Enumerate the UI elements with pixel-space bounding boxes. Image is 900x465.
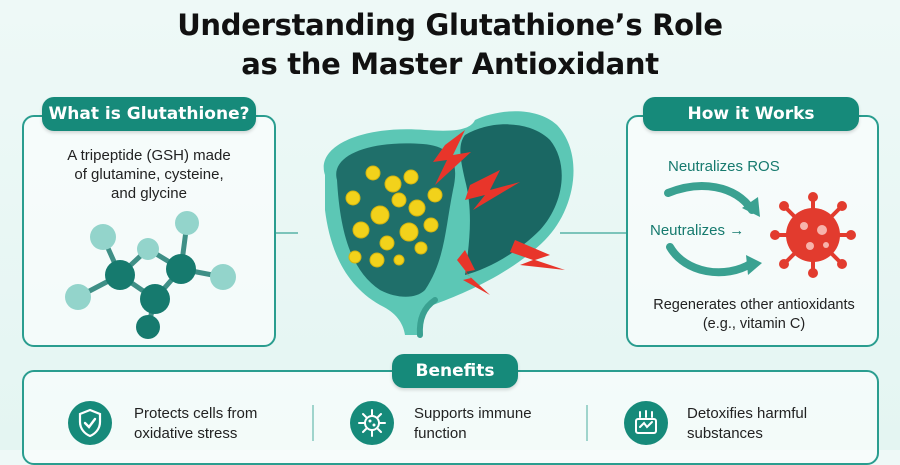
benefit-icon-badge-2 xyxy=(350,401,394,445)
benefit-divider-1 xyxy=(312,405,314,441)
page-title: Understanding Glutathione’s Role as the … xyxy=(0,6,900,84)
title-line-1: Understanding Glutathione’s Role xyxy=(177,8,723,42)
benefit-divider-2 xyxy=(586,405,588,441)
neutralizes-ros-label: Neutralizes ROS xyxy=(668,158,780,175)
immune-cell-icon xyxy=(358,409,386,437)
benefit-2-line-1: Supports immune xyxy=(414,405,532,422)
description-line-2: of glutamine, cysteine, xyxy=(74,166,224,183)
neutralizes-label: Neutralizes → xyxy=(650,222,745,239)
shield-check-icon xyxy=(78,408,102,438)
benefit-3-line-1: Detoxifies harmful xyxy=(687,405,808,422)
benefit-1-line-2: oxidative stress xyxy=(134,425,238,442)
molecule-icon xyxy=(65,211,236,339)
how-it-works-heading: How it Works xyxy=(643,97,859,131)
description-line-1: A tripeptide (GSH) made xyxy=(67,147,231,164)
what-is-glutathione-heading: What is Glutathione? xyxy=(42,97,256,131)
benefit-text-1: Protects cells from oxidative stress xyxy=(134,404,304,444)
right-connector-line xyxy=(560,232,626,234)
title-line-2: as the Master Antioxidant xyxy=(241,47,659,81)
benefit-1-line-1: Protects cells from xyxy=(134,405,258,422)
regen-line-2: (e.g., vitamin C) xyxy=(702,316,806,332)
liver-icon xyxy=(323,111,574,338)
benefit-text-2: Supports immune function xyxy=(414,404,584,444)
benefit-icon-badge-1 xyxy=(68,401,112,445)
cycle-arrows-icon xyxy=(664,182,762,277)
benefit-icon-badge-3 xyxy=(624,401,668,445)
virus-icon xyxy=(770,192,856,278)
benefit-2-line-2: function xyxy=(414,425,467,442)
regenerates-antioxidants-label: Regenerates other antioxidants (e.g., vi… xyxy=(632,296,876,334)
detox-icon xyxy=(635,410,657,434)
benefits-heading: Benefits xyxy=(392,354,518,388)
glutathione-description: A tripeptide (GSH) made of glutamine, cy… xyxy=(35,146,263,203)
benefit-3-line-2: substances xyxy=(687,425,763,442)
left-connector-line xyxy=(276,232,298,234)
regen-line-1: Regenerates other antioxidants xyxy=(653,297,855,313)
description-line-3: and glycine xyxy=(111,185,187,202)
benefit-text-3: Detoxifies harmful substances xyxy=(687,404,857,444)
